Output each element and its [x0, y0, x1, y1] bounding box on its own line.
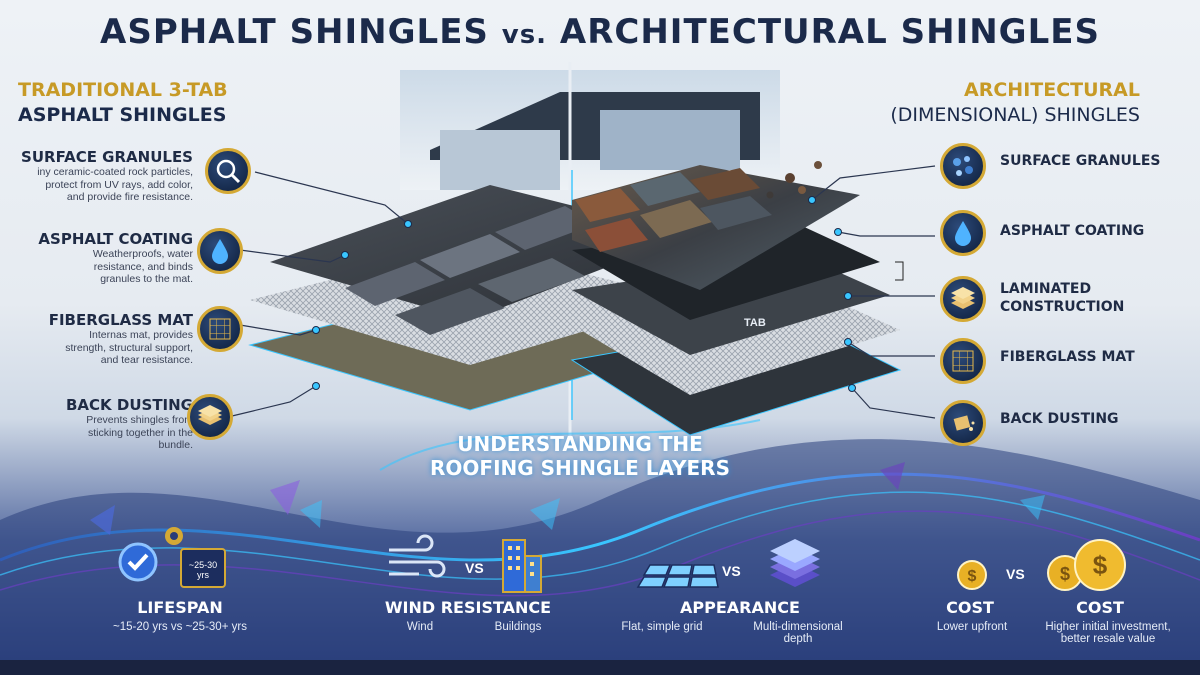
mesh-icon — [940, 338, 986, 384]
title-right: ARCHITECTURAL SHINGLES — [559, 12, 1100, 52]
layered-stack-icon — [770, 539, 820, 587]
mesh-icon — [197, 306, 243, 352]
wind-sub-right: Buildings — [494, 621, 542, 633]
dust-icon — [940, 400, 986, 446]
cost-title-left: COST — [946, 598, 994, 617]
layers-icon — [187, 394, 233, 440]
feature-desc-line: and provide fire resistance. — [66, 191, 193, 203]
cost-sub-right-line: better resale value — [1060, 633, 1156, 645]
appearance-sub-right: Multi-dimensional depth — [738, 621, 858, 645]
feature-desc-line: sticking together in the — [87, 426, 193, 439]
cost-icons: $ $ $ — [957, 539, 1126, 591]
lifespan-title: LIFESPAN — [137, 598, 223, 617]
feature-desc-line: granules to the mat. — [100, 273, 193, 285]
cost-sub-left: Lower upfront — [936, 621, 1008, 633]
granules-icon — [940, 143, 986, 189]
center-line2: ROOFING SHINGLE LAYERS — [430, 456, 730, 480]
feature-desc-line: protect from UV rays, add color, — [45, 178, 193, 191]
feature-title-line: CONSTRUCTION — [1000, 299, 1125, 315]
magnifier-icon — [205, 148, 251, 194]
appearance-vs: VS — [722, 563, 741, 579]
coin-small-icon: $ — [957, 560, 987, 590]
svg-text:$: $ — [1060, 564, 1070, 584]
appearance-title: APPEARANCE — [680, 598, 800, 617]
left-heading-line1: TRADITIONAL 3-TAB — [18, 79, 228, 101]
laminate-icon — [940, 276, 986, 322]
cost-vs: VS — [1006, 566, 1025, 582]
lifespan-icons: ~25-30 yrs — [108, 520, 248, 590]
appearance-sub-right-line: depth — [783, 633, 813, 645]
page-title: ASPHALT SHINGLES vs. ARCHITECTURAL SHING… — [0, 12, 1200, 52]
right-feature-back-dusting: BACK DUSTING — [1000, 411, 1119, 427]
water-drop-icon — [197, 228, 243, 274]
feature-desc-line: bundle. — [158, 439, 193, 451]
left-heading-line2: ASPHALT SHINGLES — [18, 104, 227, 126]
cost-sub-right-line: Higher initial investment, — [1045, 621, 1171, 633]
title-left: ASPHALT SHINGLES — [100, 12, 489, 52]
feature-desc-line: iny ceramic-coated rock particles, — [37, 166, 193, 178]
coin-stack-icon: $ $ — [1047, 539, 1126, 591]
svg-text:$: $ — [968, 568, 977, 585]
feature-desc-line: strength, structural support, — [65, 341, 193, 354]
left-feature-asphalt-coating: ASPHALT COATING Weatherproofs, water res… — [8, 230, 193, 286]
feature-title-line: LAMINATED — [1000, 281, 1092, 297]
right-heading-line1: ARCHITECTURAL — [964, 79, 1140, 101]
left-feature-back-dusting: BACK DUSTING Prevents shingles from stic… — [8, 396, 193, 452]
lifespan-sub: ~15-20 yrs vs ~25-30+ yrs — [113, 621, 247, 633]
wind-icon — [389, 534, 446, 578]
gear-icon — [118, 527, 183, 582]
wind-buildings-icons — [389, 534, 542, 593]
appearance-sub-right-line: Multi-dimensional — [753, 621, 843, 633]
right-heading-line2: (DIMENSIONAL) SHINGLES — [890, 104, 1140, 126]
water-drop-icon — [940, 210, 986, 256]
appearance-icons — [636, 539, 820, 588]
center-line1: UNDERSTANDING THE — [457, 432, 703, 456]
right-feature-fiberglass-mat: FIBERGLASS MAT — [1000, 349, 1135, 365]
feature-desc-line: and tear resistance. — [100, 354, 193, 366]
feature-desc-line: Weatherproofs, water — [92, 248, 193, 260]
tab-label: TAB — [744, 317, 766, 329]
buildings-icon — [502, 539, 542, 593]
feature-title: SURFACE GRANULES — [21, 148, 193, 166]
left-feature-surface-granules: SURFACE GRANULES iny ceramic-coated rock… — [8, 148, 193, 204]
feature-desc-line: Prevents shingles from — [86, 414, 193, 426]
appearance-sub-left: Flat, simple grid — [621, 621, 703, 633]
feature-desc-line: Internas mat, provides — [89, 329, 193, 341]
center-banner: UNDERSTANDING THE ROOFING SHINGLE LAYERS — [400, 432, 760, 480]
calendar-icon: ~25-30 yrs — [180, 548, 226, 588]
wind-resistance-title: WIND RESISTANCE — [384, 598, 552, 617]
wind-vs: VS — [465, 560, 484, 576]
feature-desc-line: resistance, and binds — [93, 260, 193, 273]
right-shingle-stack — [570, 161, 904, 436]
feature-title: ASPHALT COATING — [38, 230, 193, 248]
title-vs: vs. — [501, 20, 548, 50]
cost-sub-right: Higher initial investment, better resale… — [1028, 621, 1188, 645]
right-feature-surface-granules: SURFACE GRANULES — [1000, 153, 1161, 169]
flat-grid-icon — [636, 564, 719, 588]
cost-title-right: COST — [1076, 598, 1124, 617]
feature-title: BACK DUSTING — [65, 396, 193, 414]
wind-sub-left: Wind — [406, 621, 434, 633]
left-feature-fiberglass-mat: FIBERGLASS MAT Internas mat, provides st… — [8, 311, 193, 367]
svg-text:$: $ — [1093, 550, 1108, 580]
feature-title: FIBERGLASS MAT — [48, 311, 193, 329]
right-feature-asphalt-coating: ASPHALT COATING — [1000, 223, 1145, 239]
right-feature-laminated-construction: LAMINATED CONSTRUCTION — [1000, 280, 1124, 316]
